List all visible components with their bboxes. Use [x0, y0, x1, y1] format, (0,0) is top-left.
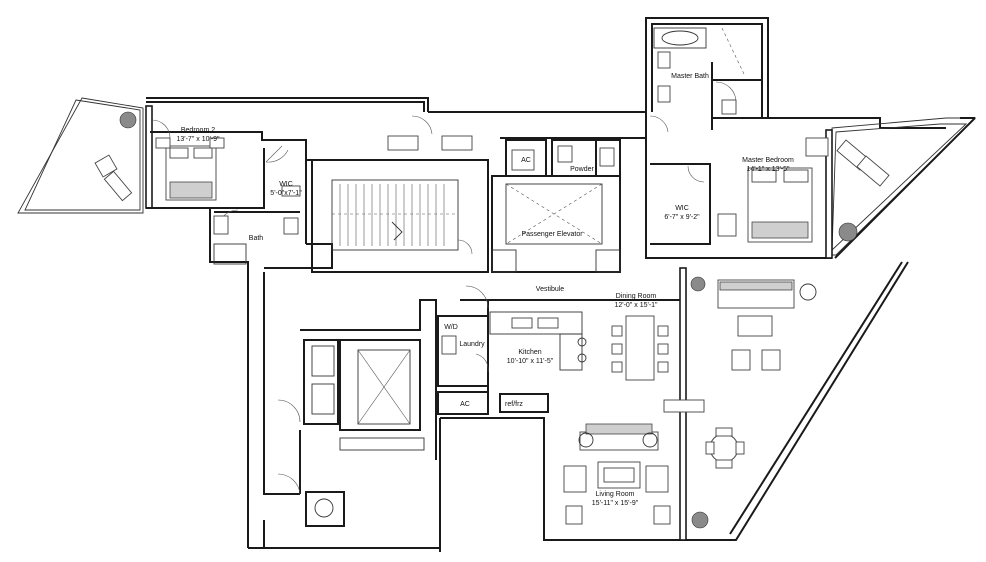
room-name-bath: Bath — [249, 235, 264, 242]
staircase — [332, 184, 458, 246]
room-name-wic-1: WIC — [279, 181, 293, 188]
room-name-dining-room: Dining Room — [616, 293, 657, 300]
room-name-powder: Powder — [570, 166, 594, 173]
room-name-master-bath: Master Bath — [671, 73, 709, 80]
room-name-master-bedroom: Master Bedroom — [742, 157, 794, 164]
room-dims-bedroom-2: 13'-7" x 10'-9" — [176, 136, 220, 143]
furniture — [94, 30, 890, 529]
exterior-walls — [17, 17, 977, 552]
room-name-ac-lower: AC — [460, 401, 470, 408]
room-name-passenger-elevator: Passenger Elevator — [521, 231, 583, 238]
room-name-kitchen: Kitchen — [518, 349, 541, 356]
room-name-wd: W/D — [444, 324, 458, 331]
room-name-wic-2: WIC — [675, 205, 689, 212]
room-dims-dining-room: 12'-0" x 15'-1" — [614, 302, 658, 309]
room-dims-kitchen: 10'-10" x 11'-5" — [507, 358, 554, 365]
room-name-bedroom-2: Bedroom 2 — [181, 127, 215, 134]
room-dims-wic-2: 6'-7" x 9'-2" — [664, 214, 700, 221]
room-labels: Bedroom 2 13'-7" x 10'-9" WIC 5'-0"x7'-1… — [176, 73, 794, 507]
room-name-living-room: Living Room — [596, 491, 635, 498]
room-name-laundry: Laundry — [459, 341, 485, 348]
room-dims-wic-1: 5'-0"x7'-1" — [270, 190, 302, 197]
room-name-vestibule: Vestibule — [536, 286, 565, 293]
room-name-ac-upper: AC — [521, 157, 531, 164]
room-dims-living-room: 15'-11" x 15'-9" — [592, 500, 639, 507]
room-dims-master-bedroom: 14'-1" x 13'-5" — [746, 166, 790, 173]
interior-walls — [145, 27, 833, 548]
room-name-ref-frz: ref/frz — [505, 401, 523, 408]
